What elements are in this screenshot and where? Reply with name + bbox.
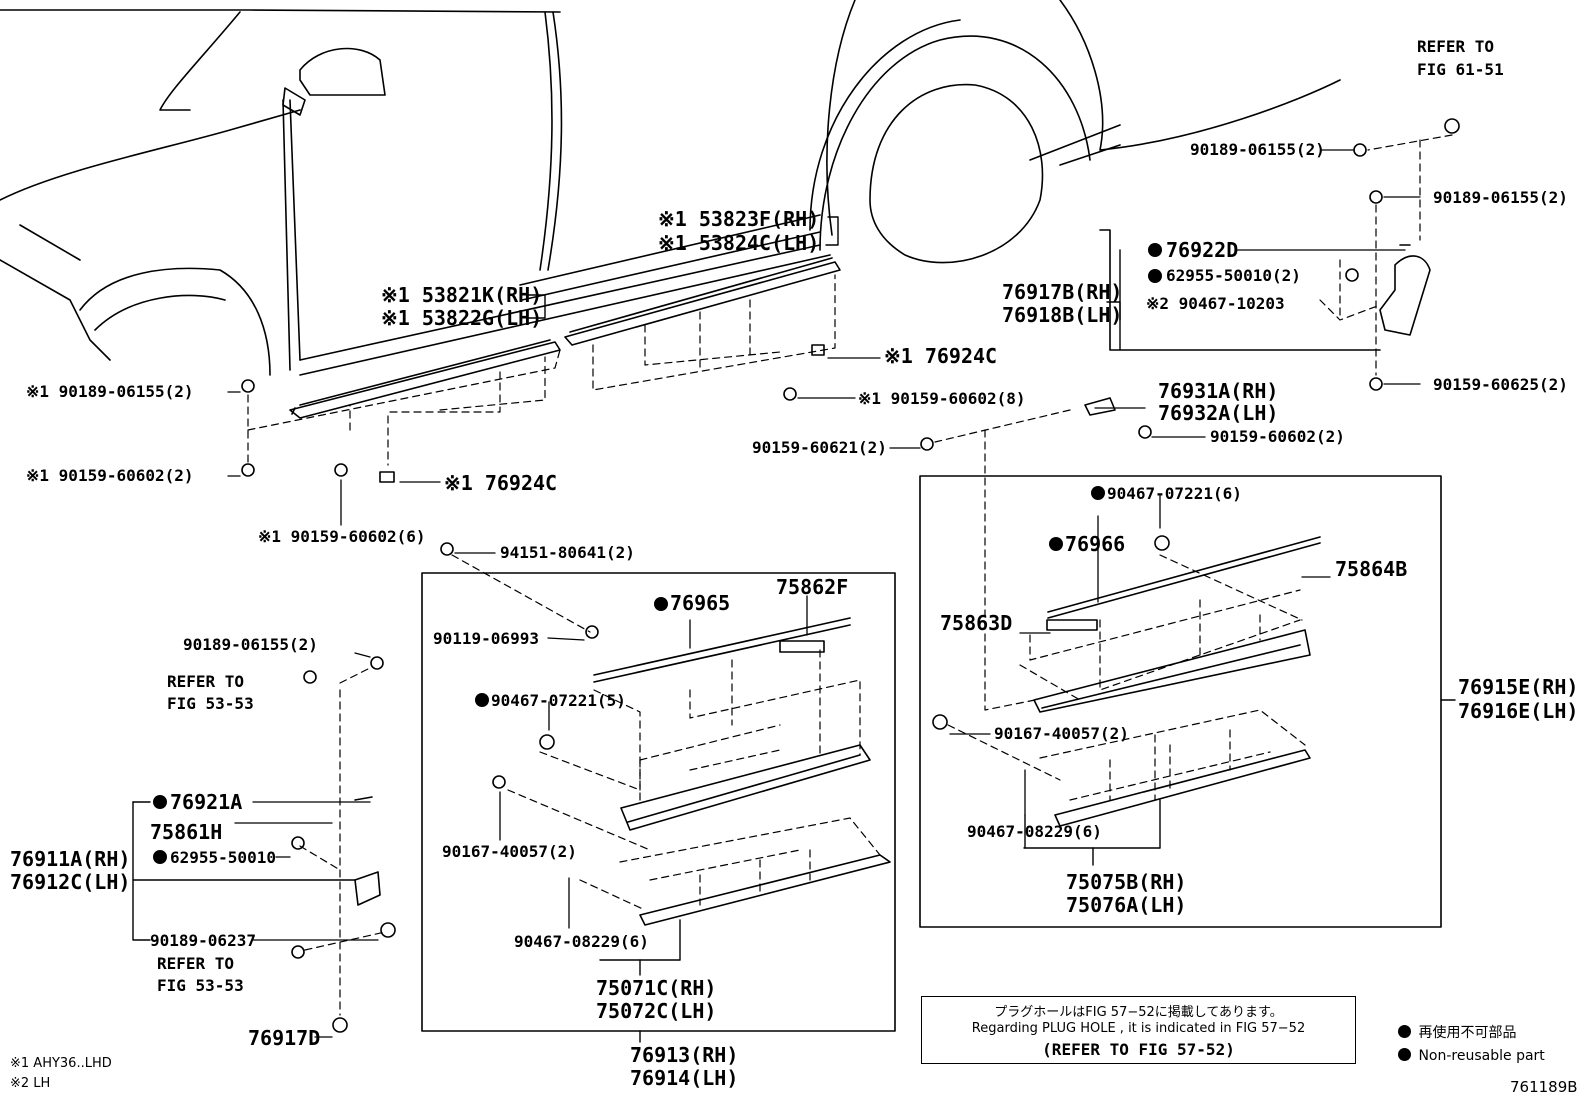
label-part-90167-40057: 90167-40057(2) xyxy=(994,724,1129,743)
legend-jp-text: 再使用不可部品 xyxy=(1418,1025,1517,1041)
label-part-90159-60602: ※1 90159-60602(8) xyxy=(858,389,1026,408)
bracket-76931a xyxy=(1084,397,1116,416)
label-refer-to-53-53: REFER TO xyxy=(157,954,235,973)
label-part-90467-08229: 90467-08229(6) xyxy=(514,932,649,951)
label-part-53824c: ※1 53824C(LH) xyxy=(658,231,820,255)
label-part-76931a: 76931A(RH) xyxy=(1158,379,1279,403)
label-part-75862f: 75862F xyxy=(776,575,849,599)
label-part-75861h: 75861H xyxy=(150,820,223,844)
legend-en-text: Non-reusable part xyxy=(1418,1048,1545,1064)
label-part-75072c: 75072C(LH) xyxy=(596,999,717,1023)
label-part-90159-60602: 90159-60602(2) xyxy=(1210,427,1345,446)
filled-circle-icon xyxy=(1398,1048,1411,1061)
box-76915e xyxy=(919,475,1442,928)
label-part-62955-50010: 62955-50010(2) xyxy=(1166,266,1301,285)
label-part-62955-50010: 62955-50010 xyxy=(170,848,276,867)
label-part-76966: 76966 xyxy=(1065,532,1126,556)
label-part-76917b: 76917B(RH) xyxy=(1002,280,1123,304)
side-skirt-front xyxy=(593,617,891,926)
label-part-90189-06155: 90189-06155(2) xyxy=(183,635,318,654)
label-part-76918b: 76918B(LH) xyxy=(1002,303,1123,327)
label-part-76921a: 76921A xyxy=(170,790,243,814)
label-part-53821k: ※1 53821K(RH) xyxy=(381,283,543,307)
label-part-90159-60602: ※1 90159-60602(2) xyxy=(26,466,194,485)
label-part-76965: 76965 xyxy=(670,591,731,615)
label-part-76914: 76914(LH) xyxy=(630,1066,739,1090)
note-line-english: Regarding PLUG HOLE , it is indicated in… xyxy=(971,1021,1306,1036)
label-part-75864b: 75864B xyxy=(1335,557,1408,581)
note-refer-line: (REFER TO FIG 57-52) xyxy=(1042,1040,1235,1059)
mud-flap-front xyxy=(354,796,381,906)
label-part-90467-10203: ※2 90467-10203 xyxy=(1146,294,1285,313)
label-part-75071c: 75071C(RH) xyxy=(596,976,717,1000)
label-part-90467-08229: 90467-08229(6) xyxy=(967,822,1102,841)
label-fig-61-51: FIG 61-51 xyxy=(1417,60,1504,79)
label-part-75075b: 75075B(RH) xyxy=(1066,870,1187,894)
rocker-molding-front xyxy=(289,339,561,419)
figure-id: 761189B xyxy=(1510,1078,1578,1096)
label-refer-to-61-51: REFER TO xyxy=(1417,37,1495,56)
label-part-76916e: 76916E(LH) xyxy=(1458,699,1579,723)
car-body-outline xyxy=(0,0,1341,376)
label-part-76924c: ※1 76924C xyxy=(884,344,998,368)
bracket-lines xyxy=(132,216,1456,1043)
label-part-90467-07221: 90467-07221(6) xyxy=(1107,484,1242,503)
label-part-53823f: ※1 53823F(RH) xyxy=(658,207,820,231)
label-part-75076a: 75076A(LH) xyxy=(1066,893,1187,917)
label-part-90159-60602: ※1 90159-60602(6) xyxy=(258,527,426,546)
label-part-90167-40057: 90167-40057(2) xyxy=(442,842,577,861)
label-refer-to-53-53: REFER TO xyxy=(167,672,245,691)
label-part-76912c: 76912C(LH) xyxy=(10,870,131,894)
label-part-76917d: 76917D xyxy=(248,1026,321,1050)
label-part-90119-06993: 90119-06993 xyxy=(433,629,539,648)
plug-hole-note: プラグホールはFIG 57−52に掲載してあります。 Regarding PLU… xyxy=(921,996,1356,1064)
label-part-90159-60621: 90159-60621(2) xyxy=(752,438,887,457)
non-reusable-markers xyxy=(153,243,1162,864)
legend-non-reusable-en: Non-reusable part xyxy=(1398,1048,1545,1064)
label-part-94151-80641: 94151-80641(2) xyxy=(500,543,635,562)
rocker-molding-rear xyxy=(564,257,841,346)
label-part-90189-06155: 90189-06155(2) xyxy=(1190,140,1325,159)
legend-non-reusable-jp: 再使用不可部品 xyxy=(1398,1022,1516,1042)
side-skirt-rear xyxy=(1033,536,1321,827)
label-part-90159-60625: 90159-60625(2) xyxy=(1433,375,1568,394)
filled-circle-icon xyxy=(1398,1025,1411,1038)
label-part-53822g: ※1 53822G(LH) xyxy=(381,306,543,330)
label-part-76932a: 76932A(LH) xyxy=(1158,401,1279,425)
label-part-76915e: 76915E(RH) xyxy=(1458,675,1579,699)
note-line-japanese: プラグホールはFIG 57−52に掲載してあります。 xyxy=(994,1005,1283,1020)
fastener-clips xyxy=(241,118,1460,1033)
leader-lines xyxy=(227,149,1421,1038)
dashed-guides xyxy=(247,134,1453,1016)
box-76913 xyxy=(421,572,896,1032)
label-part-90189-06155: 90189-06155(2) xyxy=(1433,188,1568,207)
label-fig-53-53: FIG 53-53 xyxy=(167,694,254,713)
label-part-90467-07221: 90467-07221(5) xyxy=(491,691,626,710)
label-part-76913: 76913(RH) xyxy=(630,1043,739,1067)
footnote-1: ※1 AHY36..LHD xyxy=(10,1056,112,1071)
label-part-76924c: ※1 76924C xyxy=(444,471,558,495)
label-part-76911a: 76911A(RH) xyxy=(10,847,131,871)
label-fig-53-53: FIG 53-53 xyxy=(157,976,244,995)
mud-flap-rear xyxy=(1099,229,1431,351)
label-part-75863d: 75863D xyxy=(940,611,1013,635)
footnote-2: ※2 LH xyxy=(10,1076,51,1091)
label-part-90189-06155: ※1 90189-06155(2) xyxy=(26,382,194,401)
label-part-76922d: 76922D xyxy=(1166,238,1239,262)
label-part-90189-06237: 90189-06237 xyxy=(150,931,256,950)
